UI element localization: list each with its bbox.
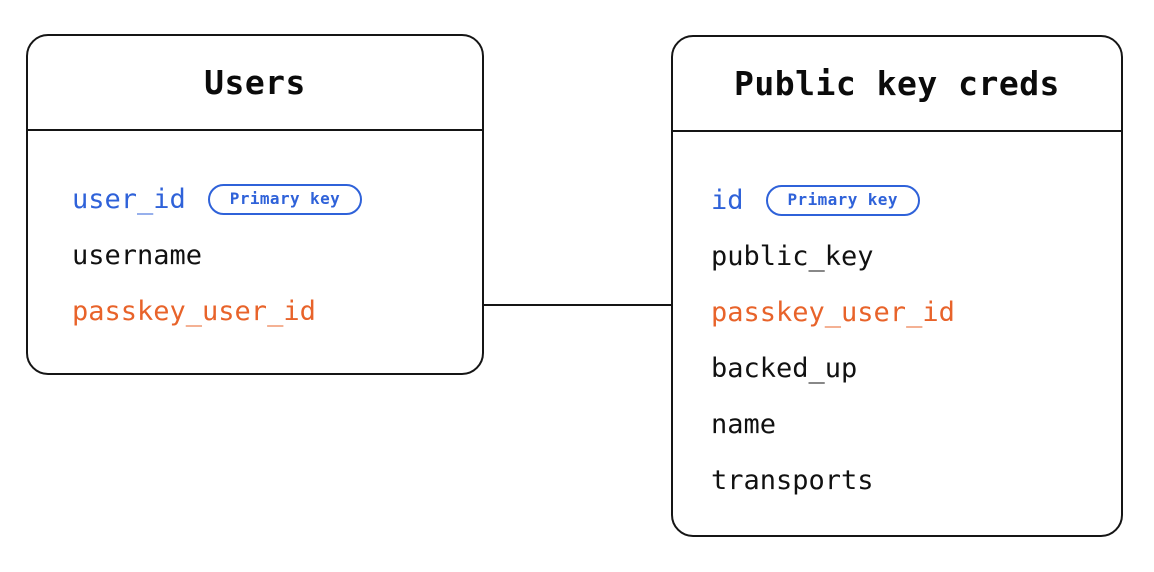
entity-title-public-key-creds: Public key creds bbox=[734, 64, 1060, 103]
field-name-username: username bbox=[72, 239, 203, 271]
field-row[interactable]: backed_up bbox=[711, 340, 1121, 396]
entity-field-list-public-key-creds: id Primary key public_key passkey_user_i… bbox=[673, 132, 1121, 535]
entity-card-users[interactable]: Users user_id Primary key username passk… bbox=[26, 34, 484, 375]
primary-key-badge: Primary key bbox=[765, 184, 920, 216]
field-row[interactable]: user_id Primary key bbox=[72, 171, 482, 227]
entity-field-list-users: user_id Primary key username passkey_use… bbox=[28, 131, 482, 373]
field-name-name: name bbox=[711, 408, 777, 440]
field-name-passkey-user-id: passkey_user_id bbox=[711, 296, 955, 328]
field-name-passkey-user-id: passkey_user_id bbox=[72, 295, 316, 327]
entity-header-divider bbox=[671, 130, 1123, 132]
field-row[interactable]: id Primary key bbox=[711, 172, 1121, 228]
field-name-user-id: user_id bbox=[72, 183, 186, 215]
field-name-backed-up: backed_up bbox=[711, 352, 858, 384]
field-name-public-key: public_key bbox=[711, 240, 874, 272]
entity-header-divider bbox=[26, 129, 484, 131]
primary-key-badge: Primary key bbox=[207, 183, 363, 215]
field-row[interactable]: username bbox=[72, 227, 482, 283]
field-row[interactable]: passkey_user_id bbox=[711, 284, 1121, 340]
field-row[interactable]: transports bbox=[711, 452, 1121, 508]
field-name-transports: transports bbox=[711, 464, 874, 496]
field-row[interactable]: passkey_user_id bbox=[72, 283, 482, 339]
entity-card-public-key-creds[interactable]: Public key creds id Primary key public_k… bbox=[671, 35, 1123, 537]
field-row[interactable]: public_key bbox=[711, 228, 1121, 284]
field-row[interactable]: name bbox=[711, 396, 1121, 452]
relationship-connector-line bbox=[482, 304, 673, 306]
entity-title-users: Users bbox=[204, 63, 306, 102]
field-name-id: id bbox=[711, 184, 744, 216]
